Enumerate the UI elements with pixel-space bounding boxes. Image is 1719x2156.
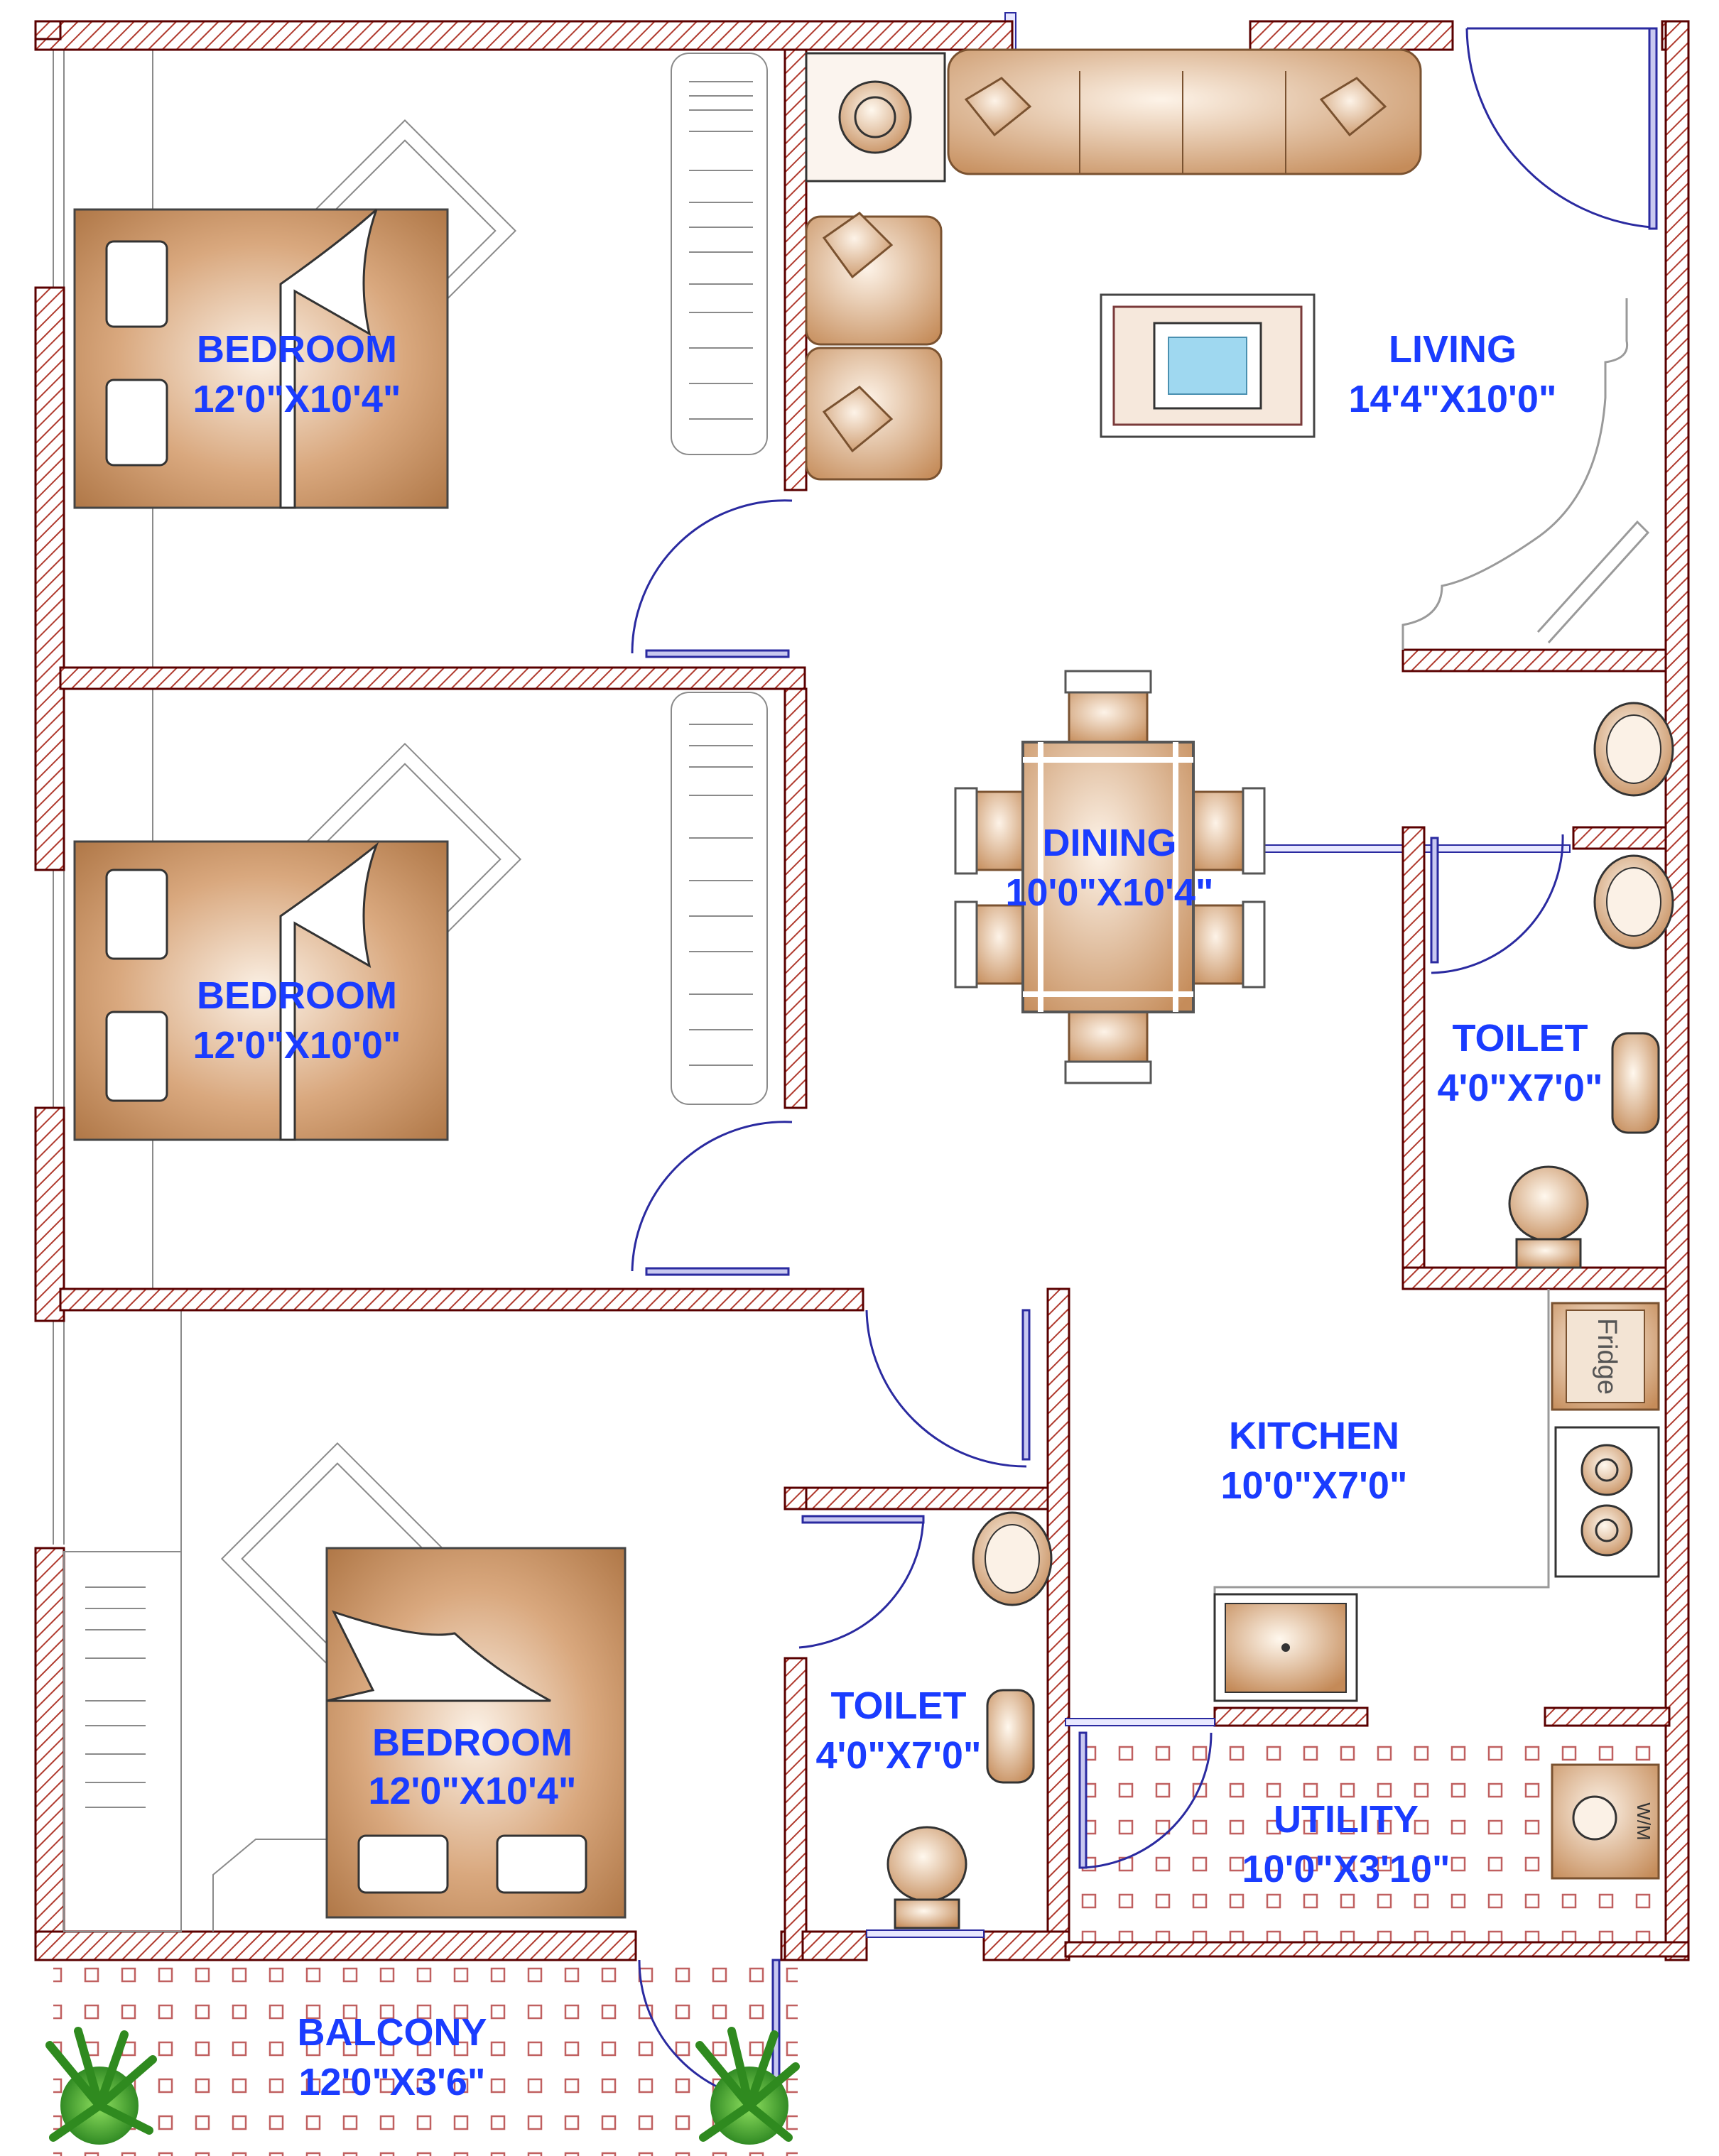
bedroom-1-name: BEDROOM xyxy=(197,328,397,371)
living-furniture xyxy=(805,48,1650,650)
plant-icon xyxy=(45,2027,157,2145)
room-labels: BEDROOM 12'0"X10'4" BEDROOM 12'0"X10'0" … xyxy=(192,328,1603,2103)
toilet-icon xyxy=(1508,1165,1589,1242)
living-name: LIVING xyxy=(1389,328,1517,371)
chair xyxy=(975,904,1028,985)
dining-furniture xyxy=(954,670,1266,1084)
toilet-2-name: TOILET xyxy=(830,1684,966,1727)
chair xyxy=(1192,790,1244,871)
toilet-1-name: TOILET xyxy=(1452,1017,1588,1060)
balcony-plants xyxy=(45,2027,800,2145)
chair xyxy=(1068,691,1149,744)
balcony-size: 12'0"X3'6" xyxy=(298,2061,485,2103)
dining-size: 10'0"X10'4" xyxy=(1005,871,1213,914)
toilet-icon xyxy=(886,1826,967,1902)
chair xyxy=(975,790,1028,871)
utility-size: 10'0"X3'10" xyxy=(1242,1848,1450,1890)
kitchen-size: 10'0"X7'0" xyxy=(1220,1464,1407,1507)
balcony-name: BALCONY xyxy=(298,2011,487,2054)
fridge-label: Fridge xyxy=(1592,1318,1622,1395)
shower-icon xyxy=(1611,1032,1660,1134)
bedroom-3-name: BEDROOM xyxy=(372,1721,573,1764)
toilet-2-fixtures xyxy=(886,1511,1053,1929)
dining-name: DINING xyxy=(1043,822,1177,864)
washer-label: W/M xyxy=(1633,1802,1654,1840)
chair xyxy=(1192,904,1244,985)
toilet-1-fixtures xyxy=(1508,702,1674,1269)
plant-icon xyxy=(695,2027,800,2145)
bedroom-2-name: BEDROOM xyxy=(197,974,397,1017)
kitchen-fixtures: Fridge xyxy=(1213,1289,1660,1702)
utility-name: UTILITY xyxy=(1274,1798,1419,1841)
toilet-1-size: 4'0"X7'0" xyxy=(1437,1067,1603,1109)
bedroom-1-furniture xyxy=(73,53,768,509)
sofa xyxy=(947,48,1422,175)
bedroom-2-size: 12'0"X10'0" xyxy=(192,1024,401,1067)
utility-fixtures: W/M xyxy=(1551,1763,1660,1880)
bedroom-3-size: 12'0"X10'4" xyxy=(368,1770,576,1812)
bedroom-1-size: 12'0"X10'4" xyxy=(192,378,401,420)
balcony-floor xyxy=(53,1961,798,2156)
walls xyxy=(34,20,1690,1961)
kitchen-name: KITCHEN xyxy=(1229,1415,1399,1457)
bedroom-2-furniture xyxy=(73,692,768,1141)
chair xyxy=(1068,1011,1149,1063)
living-size: 14'4"X10'0" xyxy=(1348,378,1556,420)
lamp-icon xyxy=(838,80,912,154)
bedroom-3-furniture xyxy=(63,1442,627,1932)
toilet-2-size: 4'0"X7'0" xyxy=(815,1734,981,1777)
shower-icon xyxy=(986,1689,1035,1784)
